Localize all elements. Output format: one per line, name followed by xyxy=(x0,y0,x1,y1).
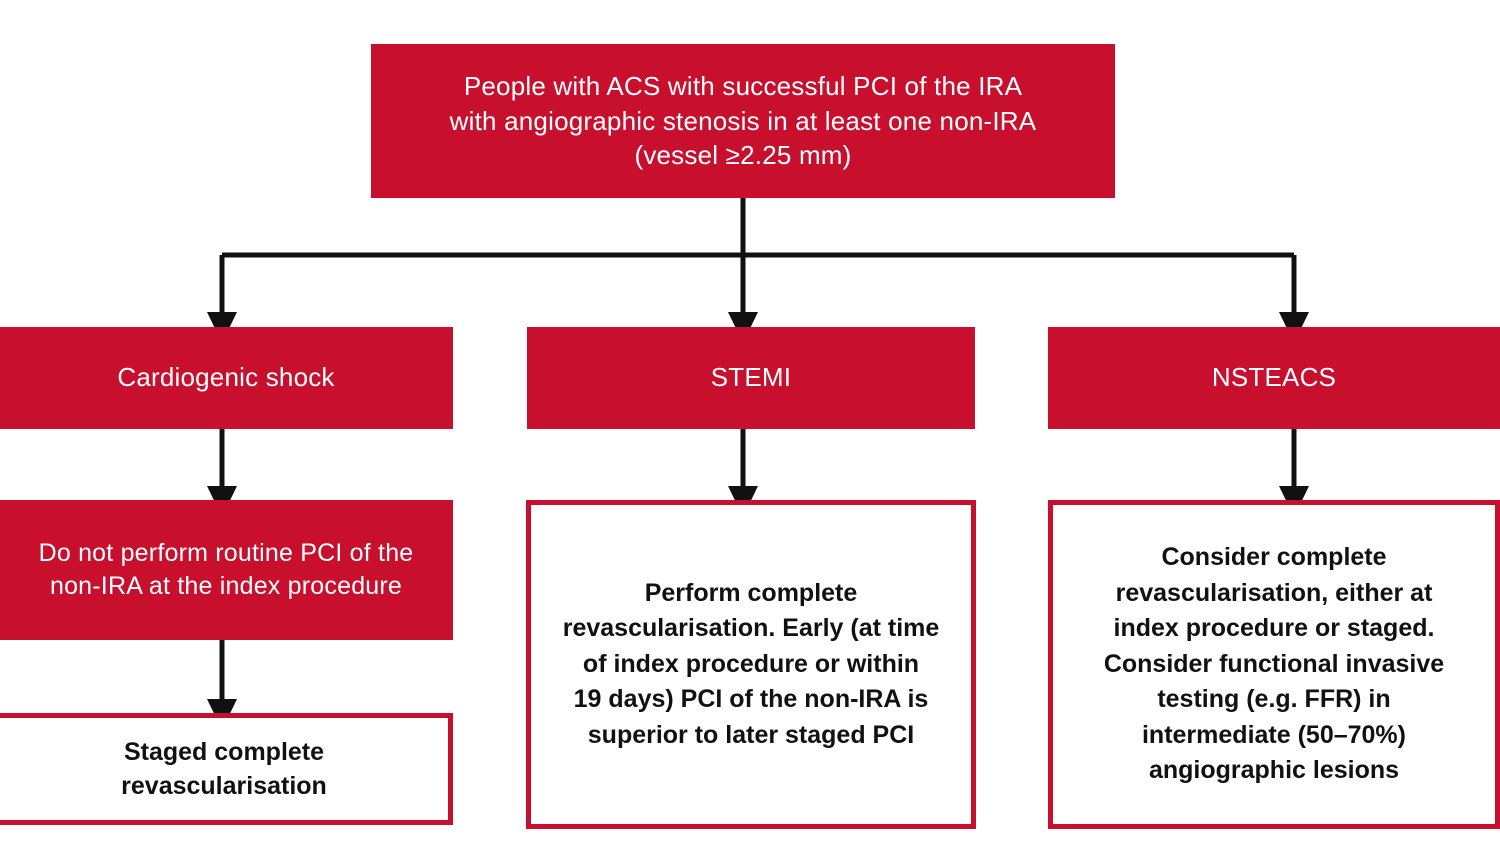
node-outcome-no-routine-pci[interactable]: Do not perform routine PCI of the non-IR… xyxy=(0,500,453,640)
node-root-population[interactable]: People with ACS with successful PCI of t… xyxy=(371,44,1115,198)
node-branch-nsteacs-label: NSTEACS xyxy=(1211,362,1337,393)
node-branch-cardiogenic-shock[interactable]: Cardiogenic shock xyxy=(0,327,453,429)
node-root-population-label: People with ACS with successful PCI of t… xyxy=(449,71,1037,171)
node-outcome-staged-complete-revascularisation[interactable]: Staged complete revascularisation xyxy=(0,713,453,825)
node-branch-stemi[interactable]: STEMI xyxy=(527,327,975,429)
node-outcome-consider-complete-revascularisation-label: Consider complete revascularisation, eit… xyxy=(1103,543,1445,785)
node-outcome-staged-complete-revascularisation-label: Staged complete revascularisation xyxy=(121,738,327,800)
node-outcome-no-routine-pci-label: Do not perform routine PCI of the non-IR… xyxy=(38,538,414,601)
node-outcome-consider-complete-revascularisation[interactable]: Consider complete revascularisation, eit… xyxy=(1048,500,1500,829)
node-branch-cardiogenic-shock-label: Cardiogenic shock xyxy=(117,362,335,393)
node-branch-nsteacs[interactable]: NSTEACS xyxy=(1048,327,1500,429)
node-outcome-perform-complete-revascularisation-label: Perform complete revascularisation. Earl… xyxy=(562,578,940,749)
node-outcome-perform-complete-revascularisation[interactable]: Perform complete revascularisation. Earl… xyxy=(526,500,976,829)
node-branch-stemi-label: STEMI xyxy=(710,362,792,393)
